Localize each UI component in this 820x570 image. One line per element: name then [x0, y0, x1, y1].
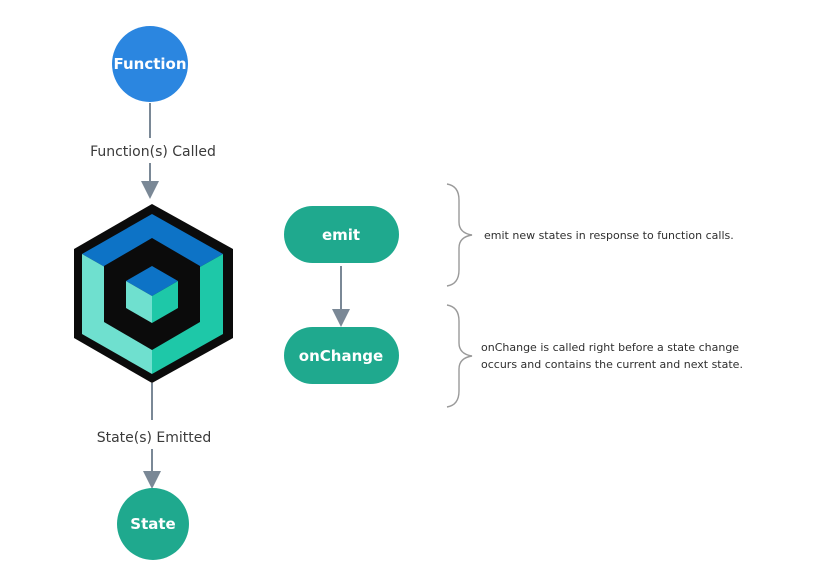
function-node-label: Function: [113, 55, 186, 73]
onchange-node: onChange: [284, 327, 399, 384]
emit-brace: [446, 183, 473, 287]
emit-node-label: emit: [322, 226, 360, 244]
bloc-cube-logo-icon: [74, 204, 233, 383]
onchange-note-line1: onChange is called right before a state …: [481, 341, 739, 354]
function-node: Function: [112, 26, 188, 102]
emit-node: emit: [284, 206, 399, 263]
state-node-label: State: [130, 515, 175, 533]
onchange-note-line2: occurs and contains the current and next…: [481, 358, 743, 371]
functions-called-label: Function(s) Called: [90, 144, 216, 160]
onchange-node-label: onChange: [299, 347, 383, 365]
states-emitted-label: State(s) Emitted: [97, 430, 212, 446]
emit-note: emit new states in response to function …: [484, 229, 734, 242]
onchange-brace: [446, 304, 473, 408]
state-node: State: [117, 488, 189, 560]
